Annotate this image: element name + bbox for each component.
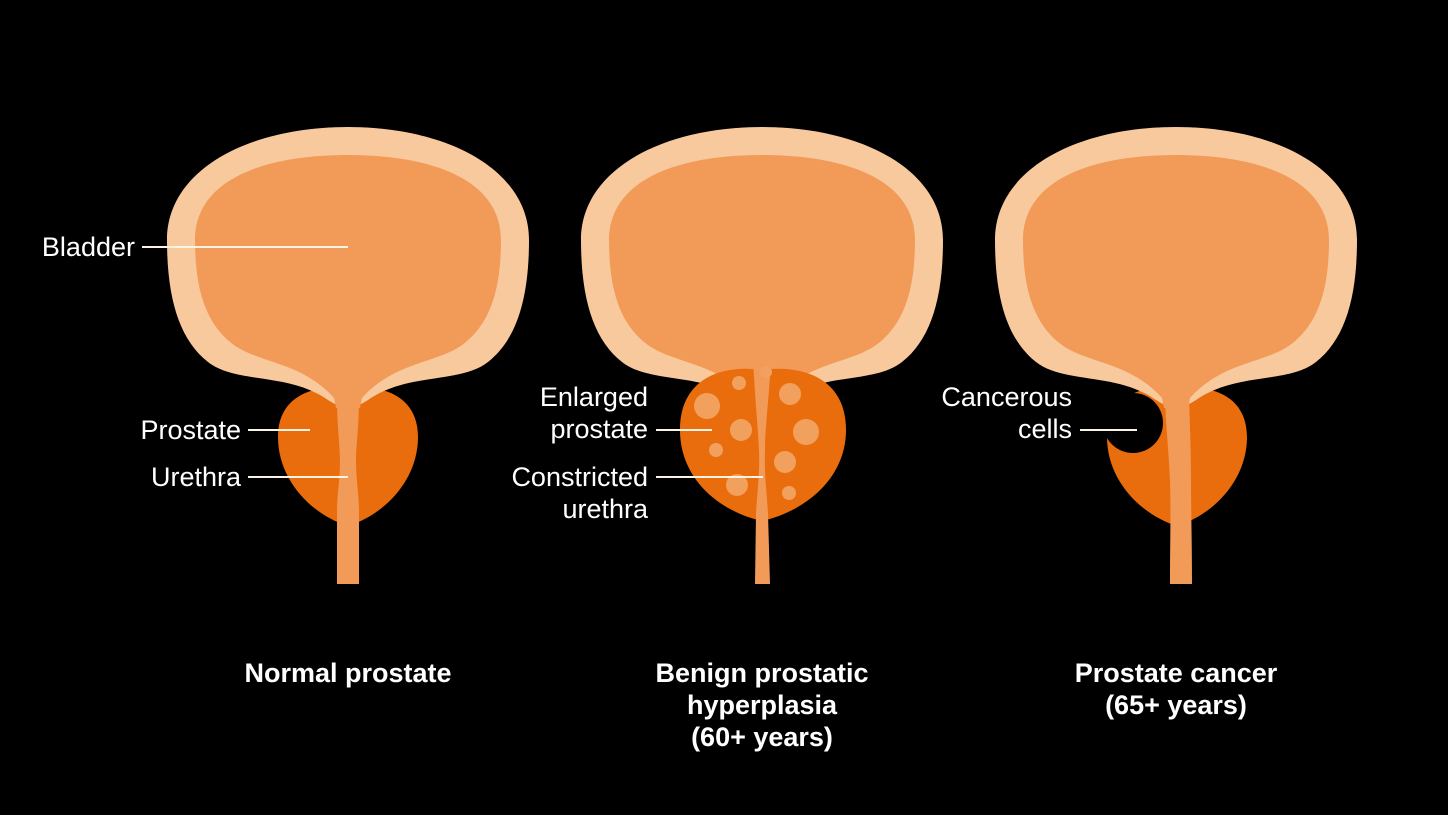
label-text: Prostate <box>140 415 241 445</box>
constricted-urethra-shape <box>753 358 771 584</box>
label-text: urethra <box>562 494 648 524</box>
label-text: Constricted <box>511 462 648 492</box>
nodule-dot <box>709 443 723 457</box>
nodule-dots <box>694 366 819 500</box>
label-text: Urethra <box>150 462 241 492</box>
panel-bph-illustration <box>581 127 943 584</box>
caption-text: Benign prostatic <box>655 658 869 688</box>
label-text: prostate <box>550 414 648 444</box>
nodule-dot <box>782 486 796 500</box>
cancer-circle <box>1103 393 1163 453</box>
caption-text: (65+ years) <box>1105 690 1247 720</box>
nodule-dot <box>694 393 720 419</box>
label-urethra: Urethra <box>151 461 241 493</box>
panel-normal-prostate-illustration <box>167 127 529 584</box>
label-text: Cancerous <box>941 382 1072 412</box>
label-text: cells <box>1017 414 1072 444</box>
nodule-dot <box>774 451 796 473</box>
caption-text: Prostate cancer <box>1074 658 1278 688</box>
caption-text: (60+ years) <box>691 722 833 752</box>
label-enlarged-prostate: Enlarged prostate <box>540 381 648 445</box>
nodule-dot <box>726 474 748 496</box>
urethra-shape <box>337 396 359 584</box>
label-text: Enlarged <box>539 382 648 412</box>
label-cancerous-cells: Cancerous cells <box>941 381 1072 445</box>
label-text: Bladder <box>41 232 135 262</box>
nodule-dot <box>730 419 752 441</box>
pointer-lines <box>142 246 1137 478</box>
caption-benign-prostatic-hyperplasia: Benign prostatic hyperplasia (60+ years) <box>562 657 962 753</box>
nodule-dot <box>793 419 819 445</box>
label-constricted-urethra: Constricted urethra <box>511 461 648 525</box>
label-bladder: Bladder <box>42 231 135 263</box>
label-prostate: Prostate <box>140 414 241 446</box>
caption-normal-prostate: Normal prostate <box>148 657 548 689</box>
caption-prostate-cancer: Prostate cancer (65+ years) <box>976 657 1376 721</box>
caption-text: hyperplasia <box>686 690 838 720</box>
urethra-shape <box>1165 396 1192 584</box>
panel-cancer-illustration <box>995 127 1357 584</box>
caption-text: Normal prostate <box>244 658 452 688</box>
nodule-dot <box>760 366 772 378</box>
nodule-dot <box>732 376 746 390</box>
nodule-dot <box>779 383 801 405</box>
